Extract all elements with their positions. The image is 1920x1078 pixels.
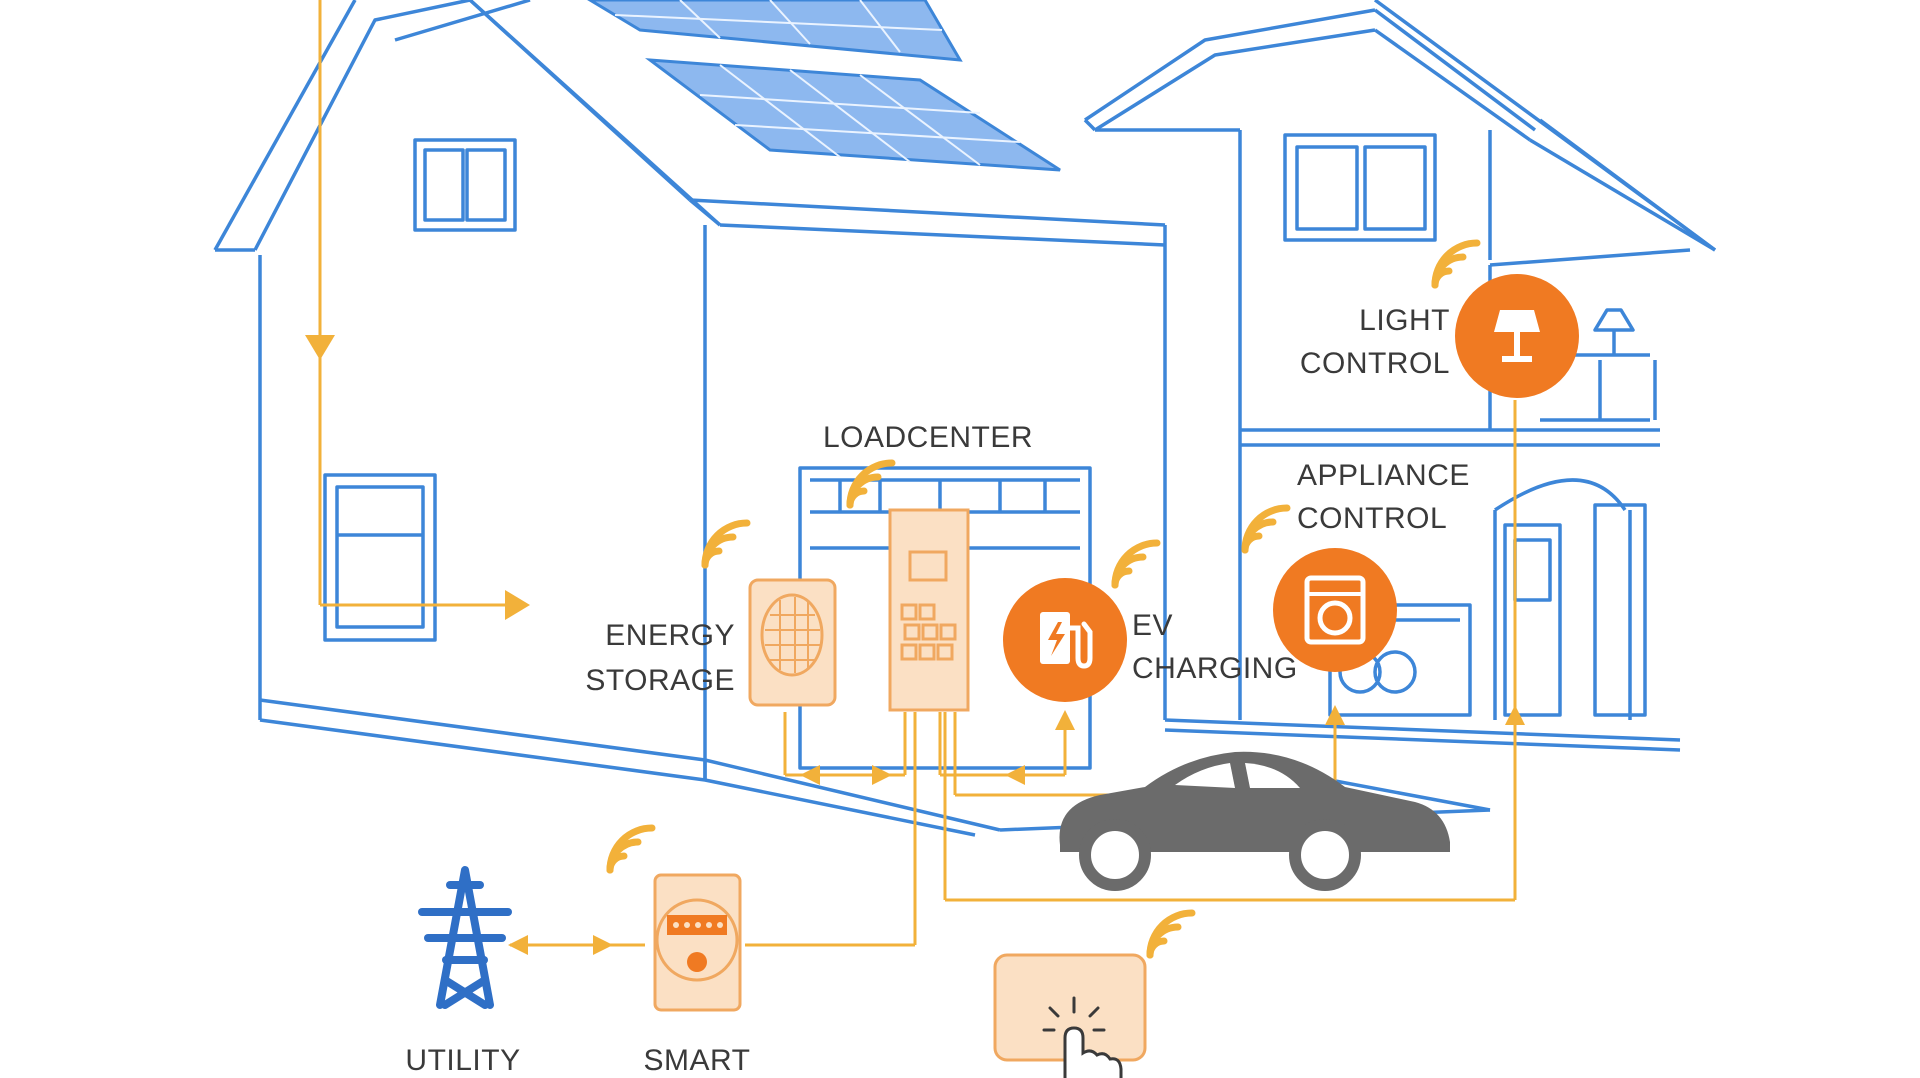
transmission-tower-icon xyxy=(418,866,512,1009)
lamp-icon xyxy=(1455,274,1579,398)
energy-storage-label-2: STORAGE xyxy=(585,664,735,697)
ev-label-1: EV xyxy=(1132,609,1173,642)
appliance-label-1: APPLIANCE xyxy=(1297,459,1470,492)
flow-arrow xyxy=(305,335,335,360)
solar-feed-line xyxy=(318,0,525,607)
solar-panels xyxy=(587,0,1061,172)
flow-arrow xyxy=(505,590,530,620)
utility-label: UTILITY xyxy=(405,1044,520,1077)
touch-panel-icon xyxy=(993,953,1147,1078)
loadcenter-label: LOADCENTER xyxy=(823,421,1033,454)
light-label-2: CONTROL xyxy=(1300,347,1450,380)
appliance-label-2: CONTROL xyxy=(1297,502,1447,535)
wifi-signal-icon xyxy=(1435,243,1477,285)
wifi-signal-icon xyxy=(610,828,652,870)
light-label-1: LIGHT xyxy=(1359,304,1450,337)
wifi-signal-icon xyxy=(705,523,747,565)
loadcenter-panel xyxy=(888,508,970,712)
energy-storage-label-1: ENERGY xyxy=(605,619,735,652)
wifi-signal-icon xyxy=(1245,508,1287,550)
washing-machine-icon xyxy=(1273,548,1397,672)
wifi-signal-icon xyxy=(1115,543,1157,585)
ev-charger-icon xyxy=(1003,578,1127,702)
wifi-signal-icon xyxy=(1150,913,1192,955)
flow-arrows xyxy=(508,705,1525,955)
ev-label-2: CHARGING xyxy=(1132,652,1298,685)
electric-car xyxy=(1059,751,1450,891)
energy-storage-unit xyxy=(748,578,837,707)
smart-meter-icon xyxy=(653,873,742,1012)
smart-label: SMART xyxy=(644,1044,751,1077)
